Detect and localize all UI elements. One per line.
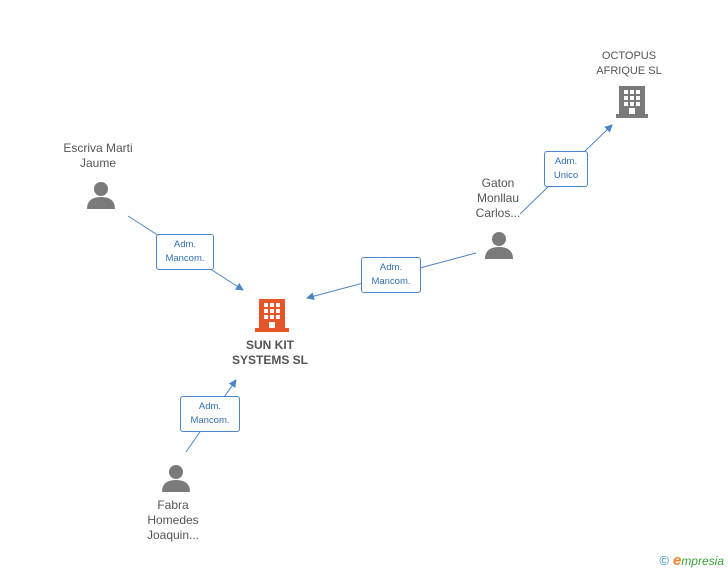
person-icon[interactable] — [87, 182, 115, 209]
edge-label-escriva-sunkit: Adm. Mancom. — [156, 234, 214, 270]
person-label-gaton[interactable]: Gaton Monllau Carlos... — [475, 176, 521, 220]
edge-label-gaton-octopus: Adm. Unico — [544, 151, 588, 187]
company-label-octopus[interactable]: OCTOPUS AFRIQUE SL — [596, 50, 662, 77]
building-icon[interactable] — [616, 86, 648, 118]
building-icon[interactable] — [255, 299, 289, 332]
person-label-fabra[interactable]: Fabra Homedes Joaquin... — [146, 498, 200, 542]
edge-label-fabra-sunkit: Adm. Mancom. — [180, 396, 240, 432]
edge-label-gaton-sunkit: Adm. Mancom. — [361, 257, 421, 293]
empresia-watermark: ©empresia — [659, 552, 724, 569]
person-label-escriva[interactable]: Escriva Marti Jaume — [63, 141, 133, 170]
person-icon[interactable] — [162, 465, 190, 492]
company-label-sun-kit[interactable]: SUN KIT SYSTEMS SL — [231, 338, 308, 367]
person-icon[interactable] — [485, 232, 513, 259]
copyright-icon: © — [659, 553, 669, 568]
